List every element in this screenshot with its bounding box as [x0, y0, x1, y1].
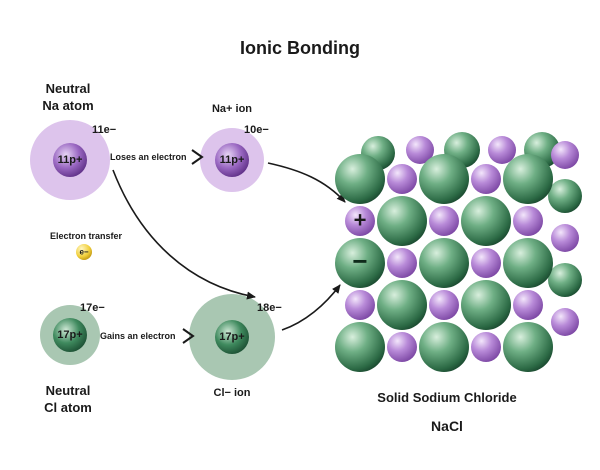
na-ion-nucleus: [215, 143, 249, 177]
na-ion-electron-count: 10e−: [244, 124, 269, 136]
cl-to-crystal-arrow: [281, 284, 341, 331]
diagram-title: Ionic Bonding: [240, 38, 360, 58]
na-atom-label-line2: Na atom: [42, 98, 94, 113]
cl-ion-label: Cl− ion: [213, 387, 251, 399]
nacl-crystal-lattice: [335, 132, 582, 372]
transfer-curve-arrow: [112, 169, 256, 300]
cl-atom-label-line1: Neutral: [45, 383, 91, 398]
crystal-caption: Solid Sodium Chloride: [377, 390, 517, 405]
electron-symbol: e−: [79, 247, 89, 257]
na-atom-nucleus-label: 11p+: [57, 154, 83, 166]
lose-electron-label: Loses an electron: [110, 152, 187, 162]
na-to-crystal-arrow: [267, 162, 346, 203]
cl-ion-nucleus: [215, 320, 249, 354]
na-ion-label: Na+ ion: [211, 103, 253, 115]
na-atom-nucleus: [53, 143, 87, 177]
na-ion-nucleus-label: 11p+: [219, 154, 245, 166]
cl-atom-nucleus-label: 17p+: [57, 329, 83, 341]
transfer-electron: [76, 244, 92, 260]
lattice-front-face: [335, 154, 553, 372]
na-atom-label-line1: Neutral: [45, 81, 91, 96]
crystal-formula: NaCl: [431, 418, 463, 434]
na-atom-electron-count: 11e−: [92, 124, 117, 136]
cl-atom-electron-count: 17e−: [80, 302, 105, 314]
cl-atom-label: Neutral Cl atom: [44, 382, 92, 416]
gain-electron-label: Gains an electron: [100, 331, 176, 341]
cl-ion-electron-count: 18e−: [257, 302, 282, 314]
na-atom-label: Neutral Na atom: [42, 80, 93, 114]
gain-arrow-chevron: [182, 328, 195, 344]
crystal-plus-sign: +: [353, 207, 367, 233]
lose-arrow-chevron: [191, 149, 204, 165]
electron-transfer-label: Electron transfer: [50, 231, 123, 241]
cl-atom-label-line2: Cl atom: [44, 400, 92, 415]
cl-ion-nucleus-label: 17p+: [219, 331, 245, 343]
crystal-minus-sign: −: [352, 245, 368, 276]
cl-atom-nucleus: [53, 318, 87, 352]
